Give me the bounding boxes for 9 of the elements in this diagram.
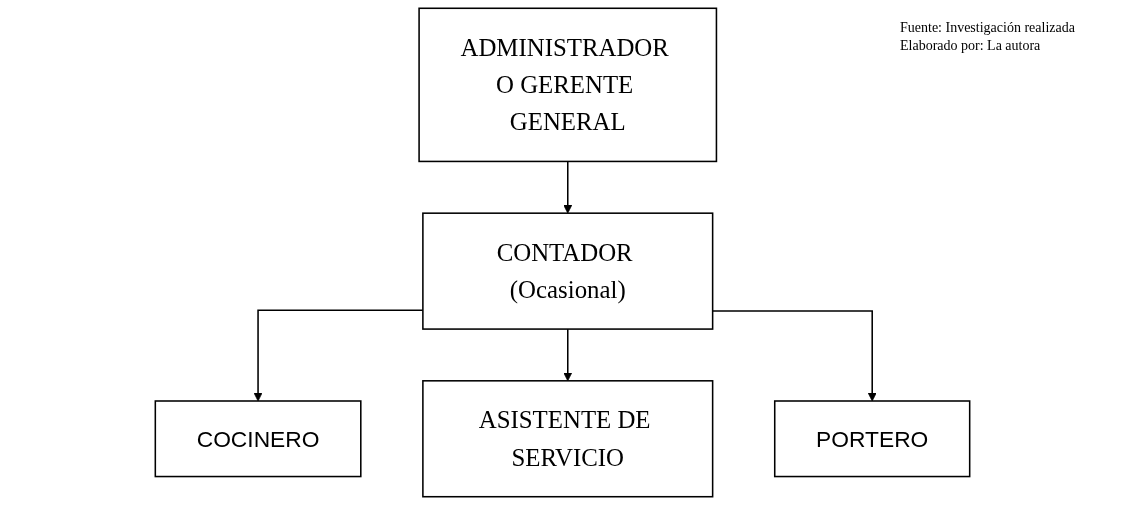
- node-box: ADMINISTRADOR O GERENTE GENERAL: [418, 7, 718, 163]
- arrow: [563, 328, 573, 382]
- node-box: CONTADOR (Ocasional): [422, 212, 714, 330]
- node-box: ASISTENTE DE SERVICIO: [422, 380, 714, 498]
- node-box: COCINERO: [154, 400, 362, 478]
- arrow: [563, 160, 573, 214]
- source-note: Fuente: Investigación realizada: [900, 20, 1076, 36]
- source-note: Elaborado por: La autora: [900, 38, 1042, 54]
- node-box: PORTERO: [773, 400, 971, 478]
